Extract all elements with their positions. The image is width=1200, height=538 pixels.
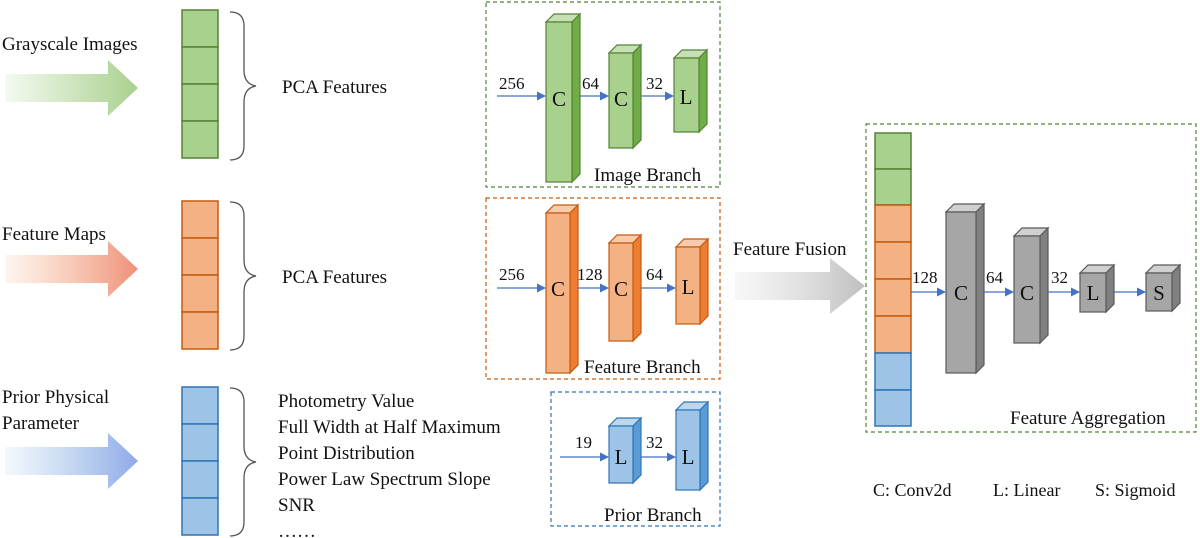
- prior-dim-1: 19: [575, 433, 592, 452]
- prior-item: ……: [278, 521, 316, 538]
- input-label-grayscale: Grayscale Images: [2, 34, 138, 55]
- prior-branch-title: Prior Branch: [604, 505, 702, 526]
- agg-dim-2: 64: [986, 268, 1004, 287]
- image-conv-block-1: [545, 21, 573, 183]
- image-layer-3: L: [680, 85, 693, 109]
- feature-vector-blue: [181, 386, 219, 536]
- prior-item: Point Distribution: [278, 443, 415, 464]
- feature-layer-1: C: [551, 277, 565, 301]
- aggregation-title: Feature Aggregation: [1010, 408, 1166, 429]
- agg-layer-1: C: [954, 281, 968, 305]
- prior-item: Power Law Spectrum Slope: [278, 469, 491, 490]
- prior-item: Full Width at Half Maximum: [278, 417, 501, 438]
- image-dim-2: 64: [582, 74, 600, 93]
- feature-vector-green: [181, 9, 219, 159]
- prior-parameter-list: Photometry Value Full Width at Half Maxi…: [278, 391, 501, 538]
- image-branch: 256 C 64 C 32 L Image Branch: [485, 1, 721, 188]
- agg-dim-3: 32: [1051, 268, 1068, 287]
- input-label-prior-line1: Prior Physical: [2, 387, 109, 408]
- input-arrow-grayscale: [5, 60, 138, 116]
- input-label-prior-line2: Parameter: [2, 413, 80, 434]
- agg-layer-3: L: [1087, 281, 1100, 305]
- legend: C: Conv2d L: Linear S: Sigmoid: [873, 480, 1176, 500]
- feature-aggregation: 128 C 64 C 32 L S Feature Aggregation: [865, 123, 1197, 433]
- concatenated-feature-vector: [874, 132, 912, 427]
- agg-layer-2: C: [1020, 281, 1034, 305]
- image-linear-block: [673, 57, 700, 133]
- prior-linear-block-2: [675, 409, 701, 491]
- feature-dim-1: 256: [499, 265, 525, 284]
- prior-layer-1: L: [615, 445, 628, 469]
- agg-conv-block-1: [945, 211, 977, 374]
- feature-branch: 256 C 128 C 64 L Feature Branch: [485, 197, 721, 380]
- prior-item: SNR: [278, 495, 315, 516]
- brace-mid: [229, 201, 257, 351]
- prior-item: Photometry Value: [278, 391, 414, 412]
- agg-linear-block: [1079, 272, 1107, 313]
- image-conv-block-2: [608, 52, 634, 149]
- feature-conv-block-1: [545, 212, 571, 374]
- image-layer-2: C: [614, 87, 628, 111]
- feature-layer-3: L: [682, 275, 695, 299]
- agg-dim-1: 128: [912, 268, 938, 287]
- image-dim-3: 32: [646, 74, 663, 93]
- feature-layer-2: C: [614, 277, 628, 301]
- prior-branch: 19 L 32 L Prior Branch: [550, 391, 721, 527]
- prior-linear-block-1: [608, 425, 634, 484]
- input-arrow-prior: [5, 433, 138, 489]
- image-dim-1: 256: [499, 74, 525, 93]
- agg-layer-4: S: [1153, 281, 1165, 305]
- prior-dim-2: 32: [646, 433, 663, 452]
- feature-fusion-arrow: [735, 258, 865, 314]
- pca-features-top: PCA Features: [282, 77, 387, 98]
- image-branch-title: Image Branch: [594, 165, 702, 186]
- feature-conv-block-2: [608, 242, 634, 342]
- feature-branch-title: Feature Branch: [584, 357, 701, 378]
- feature-branch-frame: [485, 197, 721, 380]
- image-branch-frame: [485, 1, 721, 188]
- prior-branch-frame: [550, 391, 721, 527]
- agg-conv-block-2: [1013, 235, 1041, 344]
- prior-layer-2: L: [682, 445, 695, 469]
- feature-dim-3: 64: [646, 265, 664, 284]
- aggregation-frame: [865, 123, 1197, 433]
- feature-fusion-label: Feature Fusion: [733, 239, 847, 260]
- legend-sigmoid: S: Sigmoid: [1095, 480, 1176, 500]
- pca-features-mid: PCA Features: [282, 267, 387, 288]
- feature-dim-2: 128: [577, 265, 603, 284]
- brace-top: [229, 11, 257, 161]
- image-layer-1: C: [552, 87, 566, 111]
- feature-vector-orange: [181, 200, 219, 350]
- feature-linear-block: [675, 246, 701, 325]
- brace-bottom: [229, 387, 257, 537]
- input-label-feature-maps: Feature Maps: [2, 224, 106, 245]
- legend-linear: L: Linear: [993, 480, 1060, 500]
- input-arrow-feature-maps: [5, 241, 138, 297]
- agg-sigmoid-block: [1145, 272, 1173, 312]
- legend-conv: C: Conv2d: [873, 480, 952, 500]
